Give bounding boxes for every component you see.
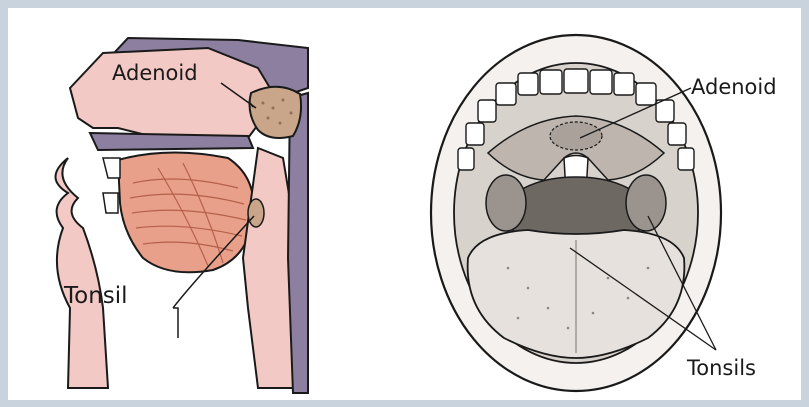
label-tonsils-oral: Tonsils <box>687 358 756 379</box>
tonsil-left-oral <box>486 175 526 231</box>
figure-panel: Adenoid Tonsil Adenoid Tonsils <box>8 8 801 400</box>
label-tonsil-sagittal: Tonsil <box>64 285 128 308</box>
label-adenoid-sagittal: Adenoid <box>112 63 198 84</box>
tonsil-right-oral <box>626 175 666 231</box>
adenoid-oral <box>550 122 602 150</box>
label-adenoid-oral: Adenoid <box>691 77 777 98</box>
